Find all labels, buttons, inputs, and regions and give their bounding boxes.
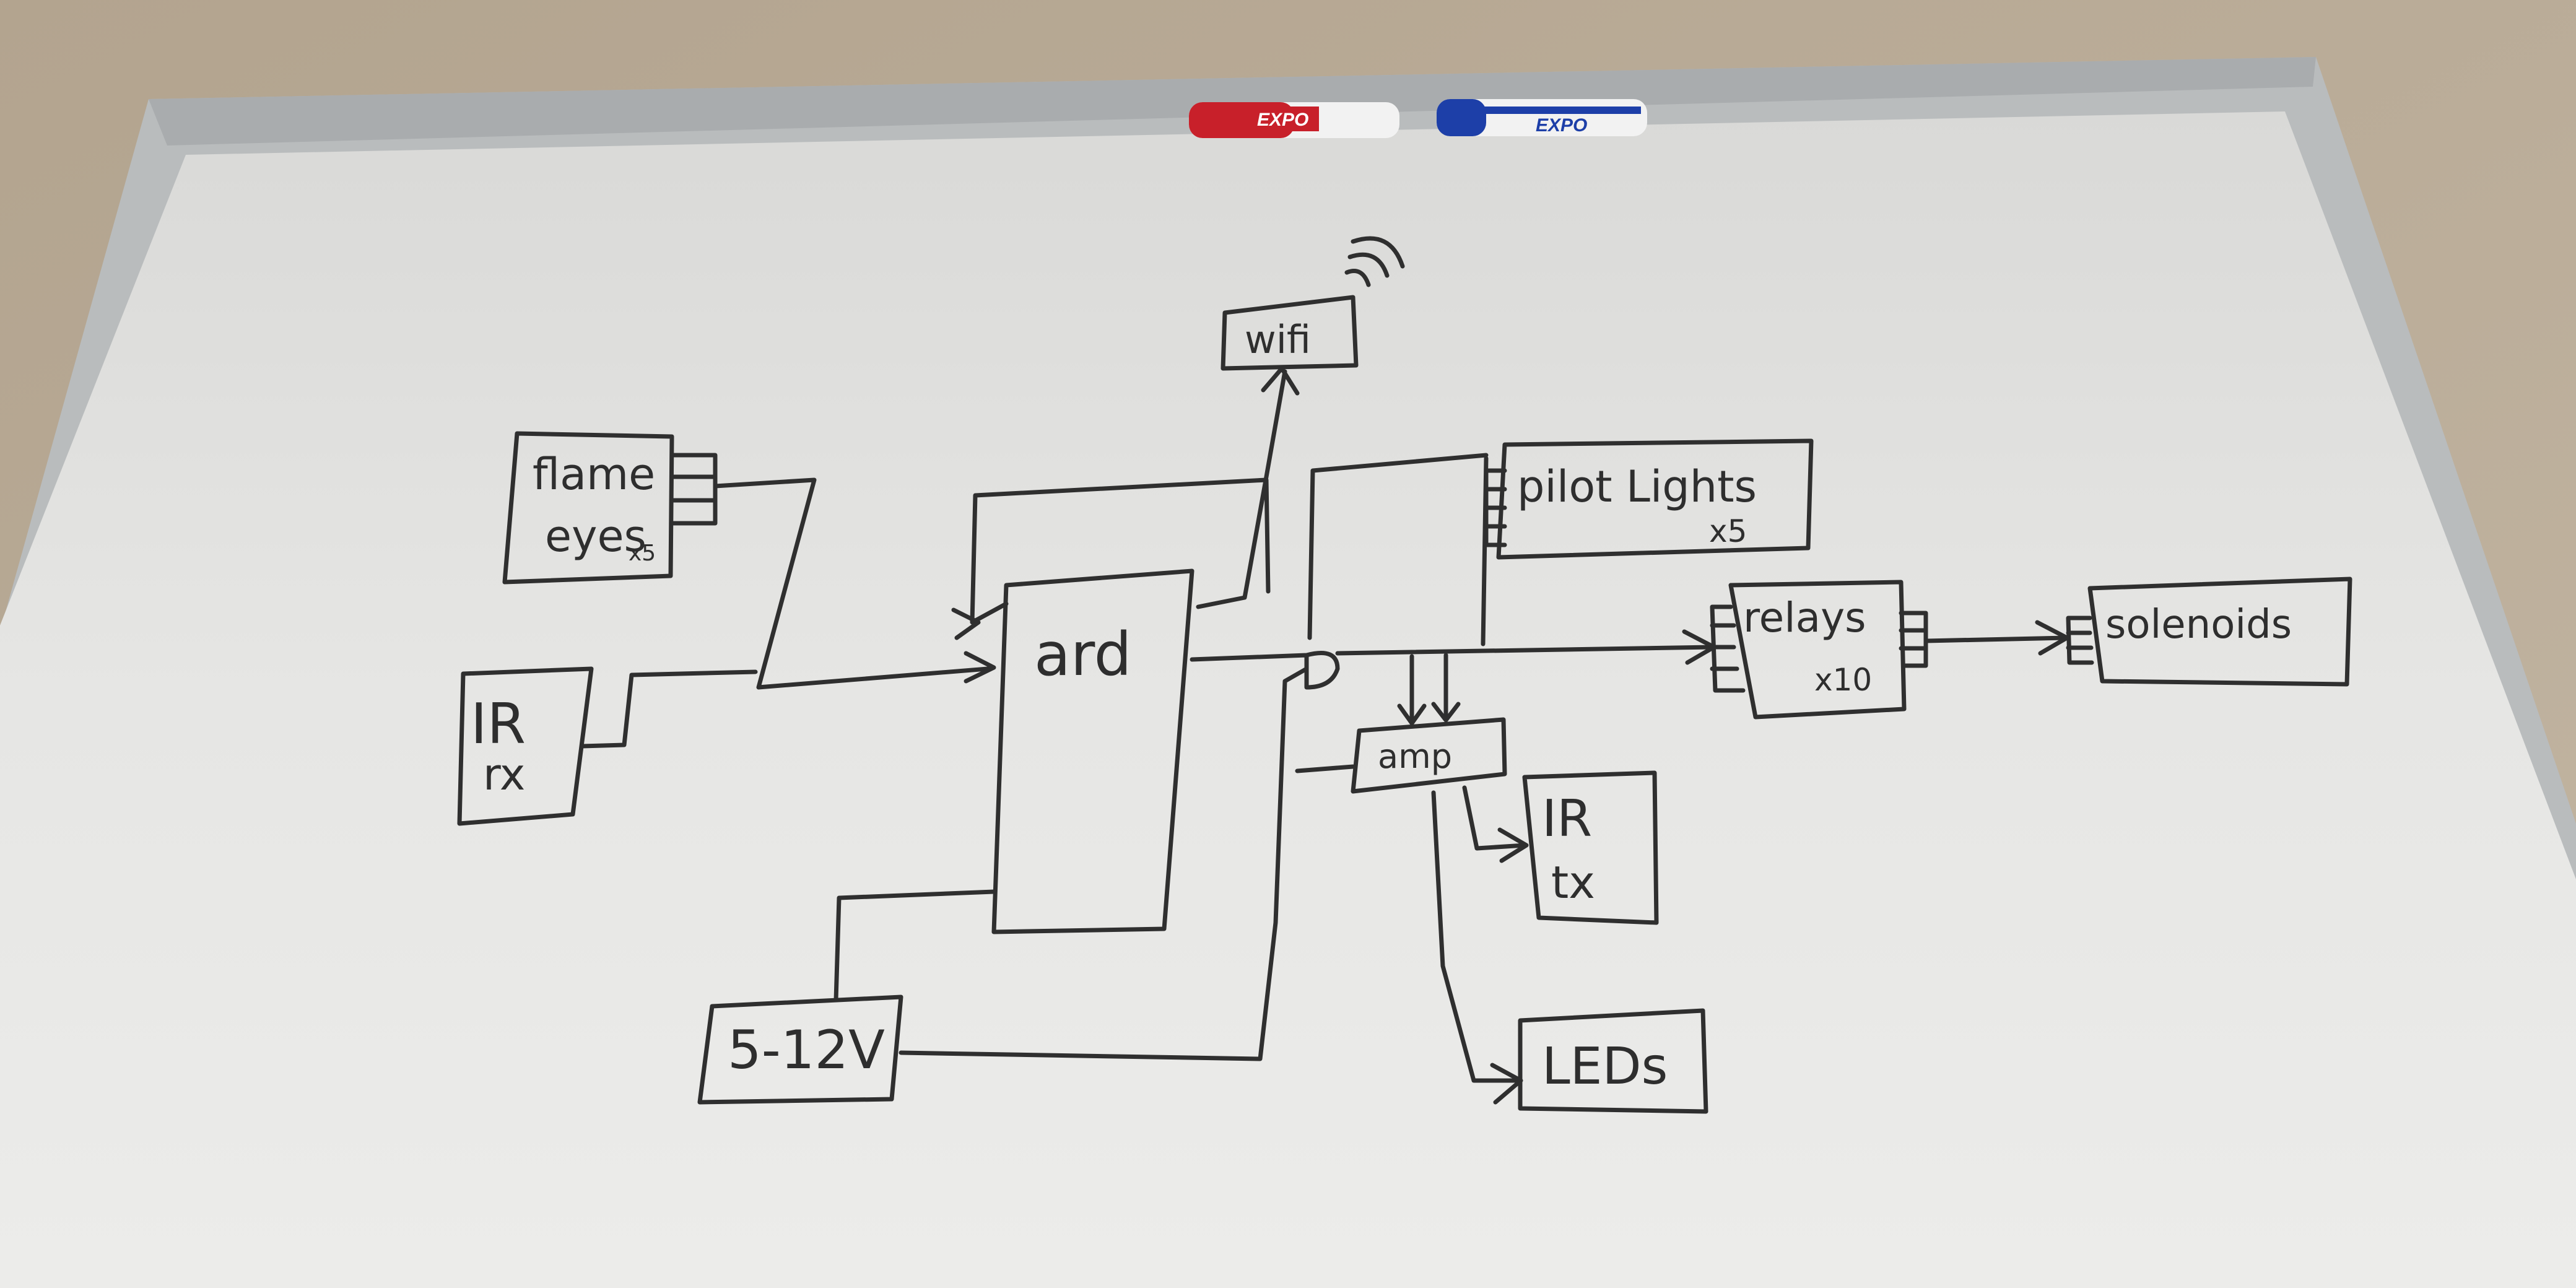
amp-box — [1351, 717, 1507, 794]
relays-label: relays — [1743, 594, 1866, 642]
flame-eyes-line2: eyes — [545, 511, 646, 562]
whiteboard-tray — [149, 57, 2316, 146]
pilot-lights-qty: x5 — [1709, 513, 1747, 549]
wifi-box — [1221, 295, 1359, 371]
ir-tx-line2: tx — [1551, 856, 1595, 908]
wire-bus-to-amp — [1409, 653, 1448, 724]
ir-rx-box — [457, 666, 594, 826]
blue-marker: EXPO — [1437, 99, 1647, 136]
wifi-label: wifi — [1245, 317, 1311, 362]
power-label: 5-12V — [728, 1019, 885, 1081]
leds-label: LEDs — [1542, 1037, 1668, 1096]
ir-rx-line1: IR — [471, 692, 526, 757]
arrow-into-irtx — [1497, 827, 1529, 863]
wifi-signal-icon — [1344, 236, 1405, 287]
wire-relays-to-solenoids — [1923, 635, 2069, 643]
blue-marker-brand: EXPO — [1536, 115, 1587, 136]
wire-ard-to-wifi — [1196, 369, 1287, 609]
ir-tx-line1: IR — [1542, 790, 1592, 848]
relays-box — [1728, 580, 1907, 720]
arrow-into-wifi — [1261, 366, 1300, 396]
wire-amp-to-irtx — [1462, 785, 1527, 851]
flame-eyes-box — [502, 431, 674, 585]
wire-pilot-vertical — [1307, 453, 1489, 646]
relays-qty: x10 — [1814, 662, 1872, 698]
flame-eyes-qty: x5 — [629, 541, 656, 566]
flame-eyes-line1: flame — [533, 449, 655, 500]
arrow-into-solenoids — [2035, 620, 2069, 656]
solenoids-box — [2087, 577, 2352, 687]
ir-rx-line2: rx — [483, 749, 525, 800]
arrow-into-ard — [964, 651, 996, 684]
amp-label: amp — [1378, 737, 1452, 776]
ard-box — [991, 568, 1194, 934]
wire-bus-to-amp-left — [1295, 764, 1355, 773]
red-marker: EXPO — [1189, 102, 1399, 138]
pilot-lights-box — [1496, 438, 1814, 560]
wire-ard-to-relays — [1190, 645, 1715, 690]
flame-eyes-connector — [669, 453, 718, 526]
wire-amp-to-leds — [1431, 790, 1523, 1083]
arrow-into-leds — [1490, 1063, 1523, 1105]
wire-power-to-bus — [899, 666, 1309, 1061]
wire-ard-loop-top — [970, 477, 1271, 625]
red-marker-brand: EXPO — [1257, 110, 1308, 130]
ir-tx-box — [1522, 770, 1659, 925]
arrow-loop-ard — [951, 607, 981, 640]
ard-label: ard — [1034, 620, 1132, 689]
arrow-into-relays — [1682, 629, 1717, 665]
solenoids-connector — [2066, 616, 2094, 665]
solenoids-label: solenoids — [2105, 602, 2292, 648]
whiteboard-surface — [0, 111, 2576, 1288]
arrow-into-amp — [1397, 702, 1461, 726]
wire-ard-down-to-power — [833, 889, 996, 1003]
wire-flame-to-ard — [713, 477, 990, 690]
pilot-lights-label: pilot Lights — [1517, 461, 1757, 512]
wire-irrx-to-ard — [580, 669, 758, 749]
